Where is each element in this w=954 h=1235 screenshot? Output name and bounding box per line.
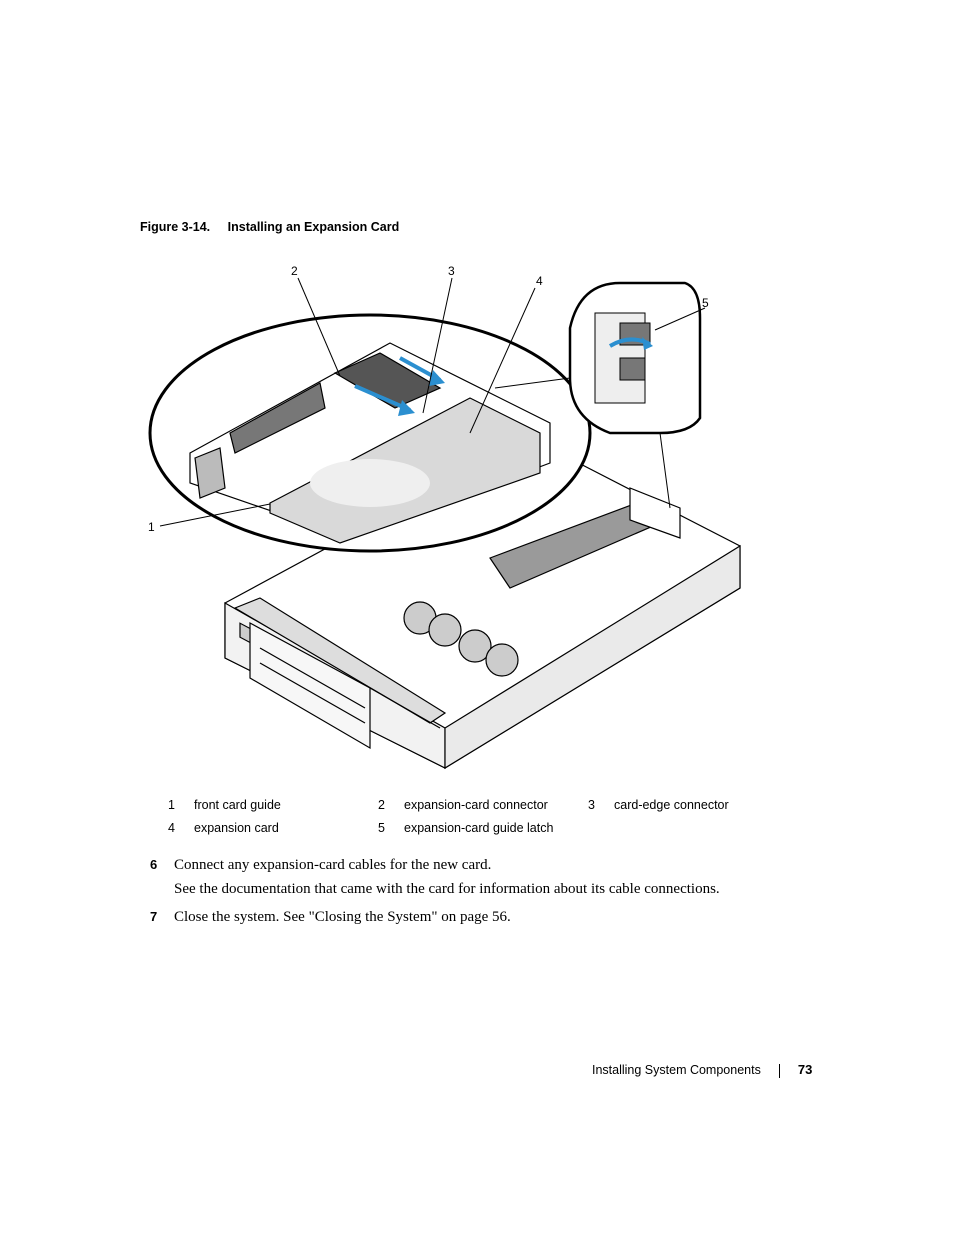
legend-num: 5 (378, 821, 385, 835)
step-text: Connect any expansion-card cables for th… (174, 857, 492, 873)
legend-num: 3 (588, 798, 595, 812)
footer-section-title: Installing System Components (592, 1063, 761, 1077)
page-number: 73 (797, 1062, 813, 1077)
page-footer: Installing System Components 73 (592, 1062, 812, 1078)
legend-label: card-edge connector (614, 798, 729, 812)
legend-label: expansion-card guide latch (404, 821, 554, 835)
callout-1: 1 (148, 520, 155, 534)
legend-label: front card guide (194, 798, 281, 812)
step-item: 7 Close the system. See "Closing the Sys… (150, 907, 790, 927)
footer-divider (778, 1063, 780, 1078)
callout-4: 4 (536, 274, 543, 288)
callout-leaders (159, 277, 706, 527)
legend-num: 1 (168, 798, 175, 812)
legend-item: 4 expansion card (168, 821, 279, 835)
figure-title: Installing an Expansion Card (227, 220, 400, 234)
legend-label: expansion card (194, 821, 279, 835)
procedure-steps: 6 Connect any expansion-card cables for … (150, 855, 790, 927)
callout-3: 3 (448, 264, 455, 278)
legend-item: 2 expansion-card connector (378, 798, 548, 812)
legend-item: 1 front card guide (168, 798, 281, 812)
step-number: 7 (150, 909, 158, 924)
legend-label: expansion-card connector (404, 798, 548, 812)
illustration-svg (148, 277, 741, 770)
legend-num: 2 (378, 798, 385, 812)
figure-number: Figure 3-14. (140, 220, 211, 234)
step-item: 6 Connect any expansion-card cables for … (150, 855, 790, 875)
callout-2: 2 (291, 264, 298, 278)
step-note: See the documentation that came with the… (174, 881, 720, 897)
legend-item: 5 expansion-card guide latch (378, 821, 553, 835)
callout-5: 5 (702, 296, 709, 310)
latch-detail-inset (494, 281, 702, 509)
legend-num: 4 (168, 821, 175, 835)
expansion-card-illustration: 1 2 3 4 5 (140, 258, 760, 778)
step-text: Close the system. See "Closing the Syste… (174, 909, 511, 925)
server-chassis (224, 437, 741, 770)
legend-item: 3 card-edge connector (588, 798, 729, 812)
figure-caption: Figure 3-14. Installing an Expansion Car… (140, 220, 399, 234)
detail-riser (189, 342, 551, 544)
insertion-arrows (354, 356, 445, 416)
step-number: 6 (150, 857, 158, 872)
